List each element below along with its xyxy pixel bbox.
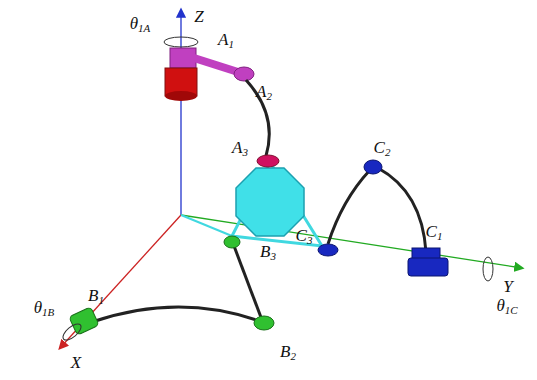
leg-a [164,37,279,167]
axis-or-joint-label: A1 [218,31,234,50]
axis-or-joint-label: B3 [260,243,276,262]
axis-or-joint-label: B1 [88,287,104,306]
axis-or-joint-label: θ1C [496,297,517,316]
axis-or-joint-label: C2 [374,139,391,158]
x-axis [60,215,181,348]
y-axis [181,215,522,268]
axis-or-joint-label: Z [194,8,203,25]
leg-b [60,236,274,343]
axis-or-joint-label: X [71,354,81,371]
axis-or-joint-label: θ1A [130,15,151,34]
z-axis [180,10,181,215]
axis-or-joint-label: C3 [296,227,313,246]
axis-or-joint-label: Y [503,278,512,295]
axis-or-joint-label: C1 [426,223,443,242]
leg-c [318,160,493,281]
axis-or-joint-label: A2 [256,83,272,102]
axis-or-joint-label: θ1B [34,299,55,318]
axis-or-joint-label: A3 [232,139,248,158]
moving-platform [181,162,322,246]
axis-or-joint-label: B2 [280,343,296,362]
